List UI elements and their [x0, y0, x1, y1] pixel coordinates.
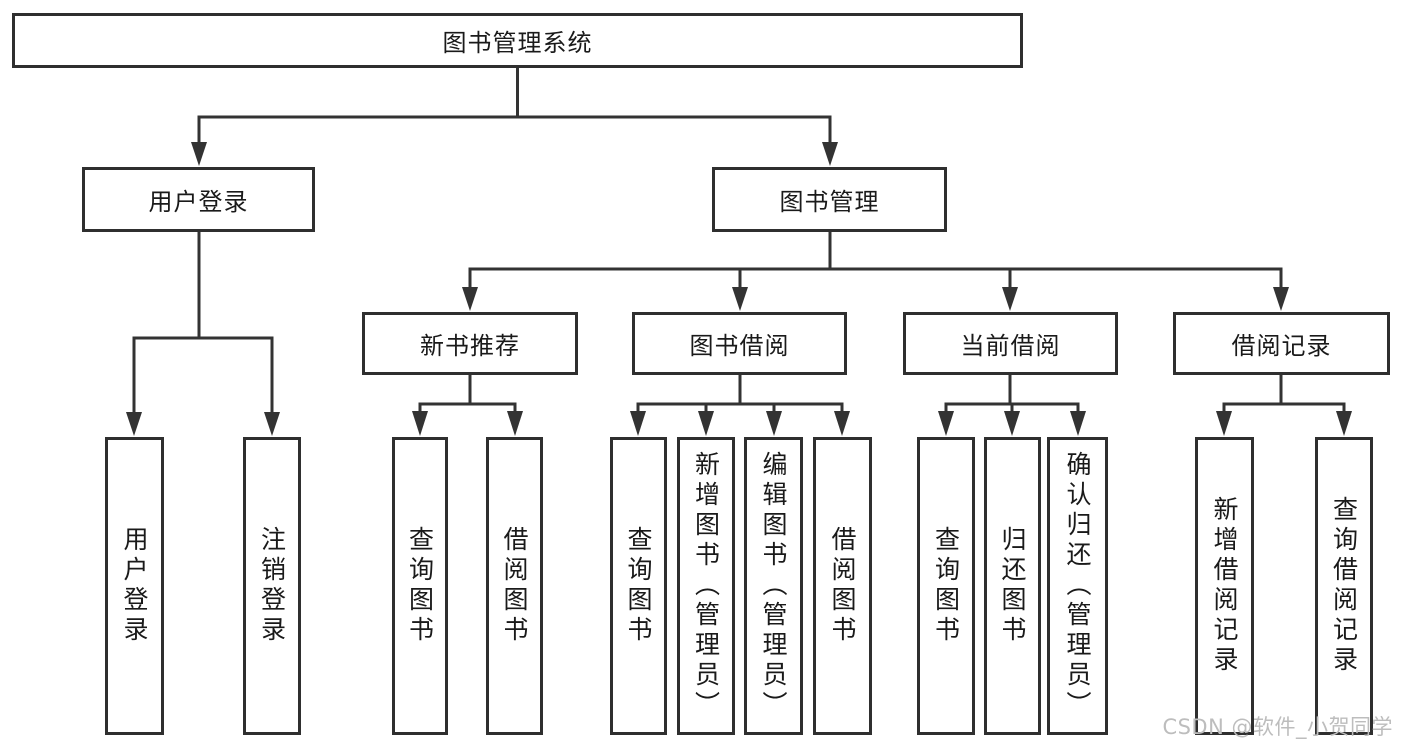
- node-new-book-recommend: 新书推荐: [362, 312, 578, 375]
- leaf-query-books-1: 查询图书: [392, 437, 448, 735]
- node-new-book-recommend-label: 新书推荐: [420, 332, 520, 360]
- leaf-query-books-3-label: 查询图书: [931, 526, 961, 646]
- leaf-add-borrow-record: 新增借阅记录: [1195, 437, 1254, 735]
- leaf-query-books-3: 查询图书: [917, 437, 975, 735]
- leaf-user-login: 用户登录: [105, 437, 164, 735]
- node-borrow-records: 借阅记录: [1173, 312, 1390, 375]
- leaf-logout: 注销登录: [243, 437, 301, 735]
- node-root-label: 图书管理系统: [442, 29, 593, 57]
- node-book-borrow-label: 图书借阅: [689, 332, 790, 360]
- leaf-logout-label: 注销登录: [257, 526, 287, 646]
- leaf-return-books-label: 归还图书: [998, 526, 1027, 646]
- node-book-borrow: 图书借阅: [632, 312, 847, 375]
- node-current-borrow: 当前借阅: [903, 312, 1118, 375]
- csdn-watermark: CSDN @软件_小贺同学: [1162, 715, 1393, 739]
- leaf-query-books-2-label: 查询图书: [624, 526, 653, 646]
- leaf-return-books: 归还图书: [984, 437, 1041, 735]
- leaf-query-books-1-label: 查询图书: [405, 526, 435, 646]
- leaf-borrow-books-2: 借阅图书: [813, 437, 872, 735]
- node-root-system: 图书管理系统: [12, 13, 1023, 68]
- leaf-add-books-admin-label: 新增图书（管理员）: [691, 451, 721, 721]
- leaf-borrow-books-1-label: 借阅图书: [500, 526, 529, 646]
- leaf-confirm-return-admin: 确认归还（管理员）: [1047, 437, 1108, 735]
- leaf-query-borrow-record-label: 查询借阅记录: [1329, 496, 1359, 676]
- leaf-confirm-return-admin-label: 确认归还（管理员）: [1063, 451, 1092, 721]
- leaf-query-books-2: 查询图书: [610, 437, 667, 735]
- leaf-add-borrow-record-label: 新增借阅记录: [1210, 496, 1239, 676]
- node-book-management: 图书管理: [712, 167, 947, 232]
- leaf-edit-books-admin: 编辑图书（管理员）: [744, 437, 803, 735]
- leaf-borrow-books-2-label: 借阅图书: [828, 526, 857, 646]
- leaf-query-borrow-record: 查询借阅记录: [1315, 437, 1373, 735]
- leaf-borrow-books-1: 借阅图书: [486, 437, 543, 735]
- node-user-login: 用户登录: [82, 167, 315, 232]
- leaf-edit-books-admin-label: 编辑图书（管理员）: [759, 451, 788, 721]
- leaf-user-login-label: 用户登录: [120, 526, 149, 646]
- node-borrow-records-label: 借阅记录: [1231, 332, 1332, 360]
- leaf-add-books-admin: 新增图书（管理员）: [677, 437, 735, 735]
- node-user-login-label: 用户登录: [148, 188, 249, 216]
- node-book-management-label: 图书管理: [779, 188, 880, 216]
- node-current-borrow-label: 当前借阅: [960, 332, 1061, 360]
